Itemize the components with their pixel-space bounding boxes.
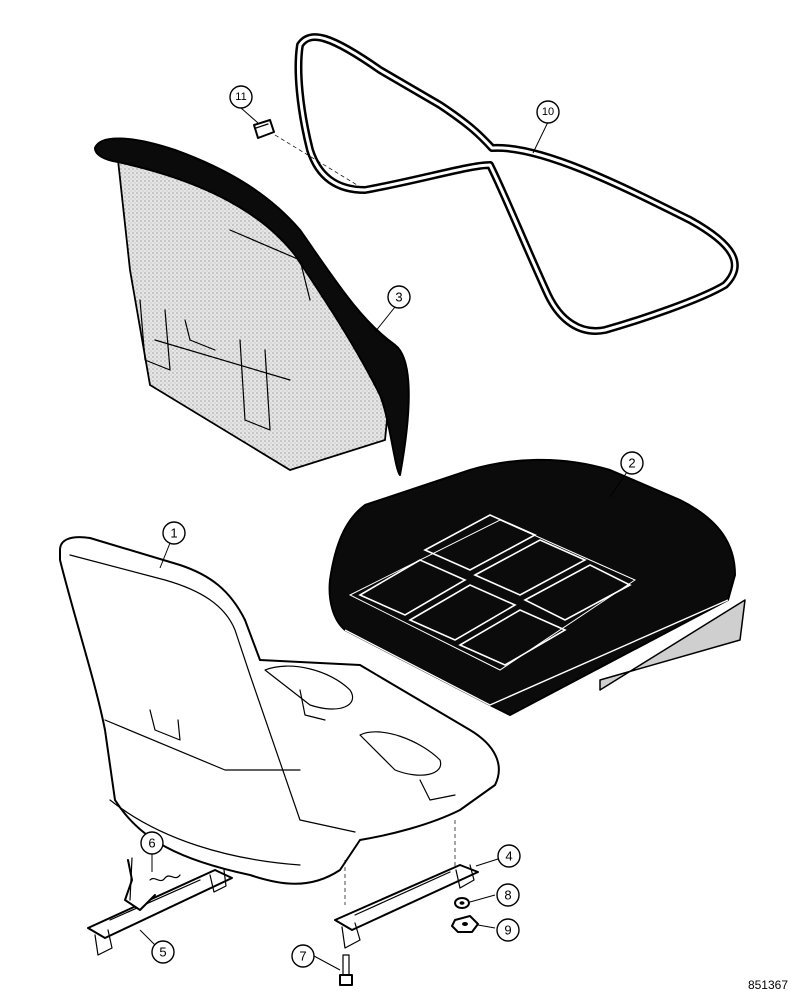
svg-text:2: 2 xyxy=(628,456,635,471)
seat-back-cushion xyxy=(94,137,410,476)
svg-text:10: 10 xyxy=(542,106,554,118)
svg-text:9: 9 xyxy=(504,923,511,938)
drawing-number: 851367 xyxy=(747,978,788,992)
callout-3: 3 xyxy=(387,285,411,309)
svg-text:11: 11 xyxy=(235,91,246,103)
slide-rail-right xyxy=(334,864,479,949)
trim-clip xyxy=(253,119,363,189)
svg-text:4: 4 xyxy=(505,849,512,864)
seat-pan xyxy=(59,536,500,905)
callout-4: 4 xyxy=(497,844,521,868)
hex-nut xyxy=(451,915,479,933)
lock-washer xyxy=(454,897,470,909)
seat-adjuster-lever xyxy=(124,857,181,911)
callout-6: 6 xyxy=(140,831,164,855)
svg-text:7: 7 xyxy=(299,949,306,964)
callout-1: 1 xyxy=(162,521,186,545)
seat-cushion-grid xyxy=(348,514,637,671)
slide-rail-left xyxy=(87,869,233,956)
callout-5: 5 xyxy=(151,940,175,964)
svg-text:8: 8 xyxy=(504,888,511,903)
seat-cushion xyxy=(328,458,746,716)
svg-text:1: 1 xyxy=(170,526,177,541)
svg-text:3: 3 xyxy=(395,290,402,305)
callout-7: 7 xyxy=(291,944,315,968)
svg-text:5: 5 xyxy=(159,945,166,960)
callout-11: 11 xyxy=(229,85,253,109)
callout-2: 2 xyxy=(620,451,644,475)
callout-10: 10 xyxy=(536,100,560,124)
seat-trim-loop xyxy=(294,33,739,335)
callout-8: 8 xyxy=(496,883,520,907)
callout-9: 9 xyxy=(496,918,520,942)
svg-text:6: 6 xyxy=(148,836,155,851)
bolt xyxy=(339,954,353,986)
